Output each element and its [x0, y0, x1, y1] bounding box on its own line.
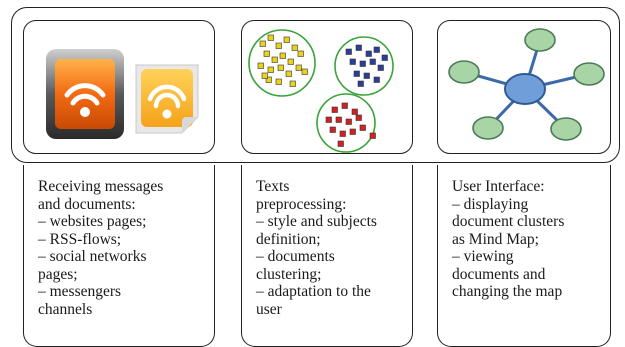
cluster-ring-red	[316, 93, 376, 153]
rss-icon-dark	[46, 49, 124, 139]
doc-square-yellow	[261, 72, 268, 79]
doc-square-red	[359, 124, 366, 131]
doc-square-yellow	[257, 62, 264, 69]
doc-square-yellow	[285, 70, 292, 77]
doc-square-yellow	[289, 80, 296, 87]
doc-square-yellow	[267, 66, 274, 73]
doc-square-red	[341, 102, 348, 109]
doc-square-yellow	[291, 44, 298, 51]
doc-square-red	[329, 126, 336, 133]
doc-square-blue	[369, 58, 376, 65]
doc-square-yellow	[271, 56, 278, 63]
column-interface: User Interface: – displaying document cl…	[437, 165, 611, 347]
doc-square-red	[345, 118, 352, 125]
mind-map-icon	[448, 28, 605, 141]
doc-square-red	[331, 106, 338, 113]
doc-square-blue	[345, 48, 352, 55]
rss-feed-icons	[46, 49, 199, 139]
doc-square-blue	[349, 58, 356, 65]
doc-square-yellow	[275, 78, 282, 85]
doc-square-yellow	[265, 76, 272, 83]
doc-square-yellow	[263, 50, 270, 57]
cluster-ring-blue	[334, 36, 394, 96]
document-clusters-icon	[248, 29, 394, 153]
doc-square-yellow	[275, 42, 282, 49]
receiving-description: Receiving messages and documents: – webs…	[38, 178, 164, 318]
doc-square-blue	[363, 72, 370, 79]
rss-icon-light	[135, 64, 199, 134]
doc-square-yellow	[267, 34, 274, 41]
doc-square-yellow	[301, 68, 308, 75]
mind-map-center-node	[504, 73, 546, 105]
panel-image-receiving	[23, 20, 215, 154]
doc-square-red	[355, 114, 362, 121]
column-receiving: Receiving messages and documents: – webs…	[23, 165, 215, 347]
doc-square-yellow	[283, 36, 290, 43]
column-preprocessing: Texts preprocessing: – style and subject…	[241, 165, 413, 347]
panel-image-preprocessing	[241, 20, 413, 154]
doc-square-red	[325, 116, 332, 123]
doc-square-red	[337, 140, 344, 147]
doc-square-blue	[353, 70, 360, 77]
doc-square-blue	[381, 54, 388, 61]
mind-map-node-bottom-right	[550, 117, 582, 141]
doc-square-red	[335, 116, 342, 123]
doc-square-red	[369, 132, 376, 139]
mind-map-node-top	[524, 28, 556, 52]
doc-square-yellow	[287, 58, 294, 65]
panel-image-interface	[437, 20, 611, 154]
doc-square-yellow	[297, 50, 304, 57]
doc-square-blue	[373, 46, 380, 53]
doc-square-blue	[373, 76, 380, 83]
preprocessing-description: Texts preprocessing: – style and subject…	[256, 178, 377, 318]
doc-square-blue	[359, 60, 366, 67]
doc-square-yellow	[279, 52, 286, 59]
doc-square-red	[349, 128, 356, 135]
mind-map-node-left	[448, 60, 480, 84]
doc-square-yellow	[277, 64, 284, 71]
cluster-ring-yellow	[248, 29, 316, 97]
doc-square-yellow	[259, 40, 266, 47]
doc-square-blue	[357, 80, 364, 87]
doc-square-red	[339, 130, 346, 137]
mind-map-node-right	[573, 62, 605, 86]
mind-map-node-bottom-left	[472, 116, 504, 140]
doc-square-blue	[355, 44, 362, 51]
interface-description: User Interface: – displaying document cl…	[452, 178, 565, 300]
doc-square-yellow	[295, 64, 302, 71]
doc-square-blue	[377, 64, 384, 71]
doc-square-red	[351, 108, 358, 115]
doc-square-blue	[365, 50, 372, 57]
